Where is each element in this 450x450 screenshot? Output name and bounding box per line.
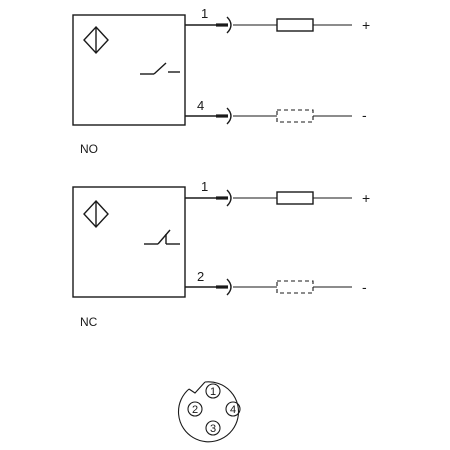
no-optional-load [276,109,314,123]
no-connector-socket-4 [226,107,232,125]
nc-pin-top-label: 1 [201,179,208,194]
nc-mode-label: NC [80,315,98,329]
no-polarity-bottom: - [362,107,367,123]
pin-3: 3 [205,420,221,436]
no-mode-label: NO [80,142,98,156]
connector-pinout: 1 2 3 4 [177,381,241,443]
pin-1-label: 1 [210,386,216,398]
nc-pin-bottom-label: 2 [197,269,204,284]
nc-sensor-body [72,186,186,298]
nc-connector-socket-1 [226,189,232,207]
no-connector-socket-1 [226,16,232,34]
nc-connector-socket-2 [226,278,232,296]
nc-resistor-1 [276,191,314,205]
pin-2-label: 2 [192,404,198,416]
pin-2: 2 [187,401,203,417]
pin-4-label: 4 [230,404,236,416]
nc-optional-load [276,280,314,294]
nc-polarity-bottom: - [362,279,367,295]
nc-polarity-top: + [362,190,370,206]
no-sensor-body [72,14,186,126]
no-wiring-diagram: 1 + 4 - NO [72,6,370,156]
pin-3-label: 3 [210,423,216,435]
nc-switch-icon [144,229,180,245]
pin-1: 1 [205,383,221,399]
connector-key-notch [188,381,206,394]
no-polarity-top: + [362,17,370,33]
no-pin-top-label: 1 [201,6,208,21]
connector-face [177,381,240,443]
nc-wiring-diagram: 1 + 2 - NC [72,179,370,329]
inductive-sensor-icon [83,199,109,229]
no-switch-icon [140,62,180,75]
no-pin-bottom-label: 4 [197,98,204,113]
inductive-sensor-icon [83,25,109,55]
pin-4: 4 [225,401,241,417]
no-resistor-1 [276,18,314,32]
